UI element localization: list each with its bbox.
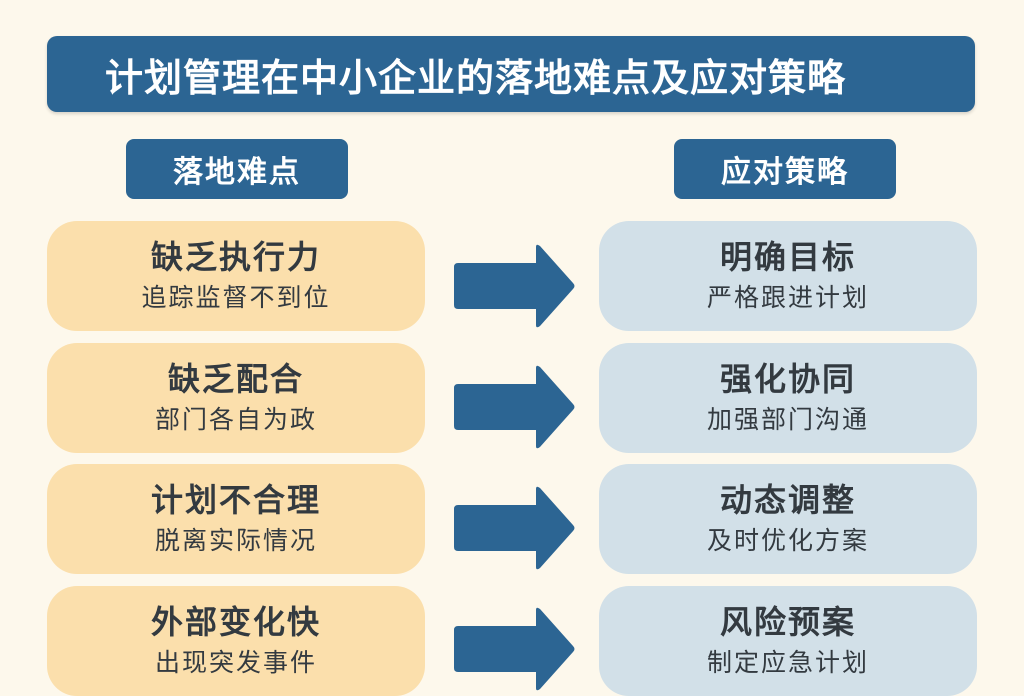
right-arrow-icon bbox=[454, 486, 575, 570]
strategy-title: 强化协同 bbox=[719, 360, 856, 398]
problem-card-1: 缺乏执行力 追踪监督不到位 bbox=[47, 221, 425, 331]
strategy-detail: 加强部门沟通 bbox=[706, 405, 869, 434]
right-arrow-icon bbox=[454, 365, 575, 449]
header-difficulties: 落地难点 bbox=[126, 139, 348, 199]
problem-card-4: 外部变化快 出现突发事件 bbox=[47, 586, 425, 696]
strategy-title: 动态调整 bbox=[719, 481, 856, 519]
strategy-detail: 严格跟进计划 bbox=[706, 283, 869, 312]
title-banner: 计划管理在中小企业的落地难点及应对策略 bbox=[47, 36, 975, 112]
header-strategies: 应对策略 bbox=[674, 139, 896, 199]
problem-detail: 部门各自为政 bbox=[154, 405, 317, 434]
problem-title: 缺乏执行力 bbox=[150, 238, 321, 276]
problem-title: 缺乏配合 bbox=[167, 360, 304, 398]
strategy-title: 风险预案 bbox=[719, 603, 856, 641]
page-title: 计划管理在中小企业的落地难点及应对策略 bbox=[105, 55, 847, 100]
right-arrow-icon bbox=[454, 244, 575, 328]
strategy-card-4: 风险预案 制定应急计划 bbox=[599, 586, 977, 696]
right-arrow-icon bbox=[454, 607, 575, 691]
strategy-card-3: 动态调整 及时优化方案 bbox=[599, 464, 977, 574]
problem-detail: 出现突发事件 bbox=[154, 648, 317, 677]
strategy-card-2: 强化协同 加强部门沟通 bbox=[599, 343, 977, 453]
problem-detail: 脱离实际情况 bbox=[154, 526, 317, 555]
problem-title: 外部变化快 bbox=[150, 603, 321, 641]
problem-detail: 追踪监督不到位 bbox=[141, 283, 331, 312]
strategy-detail: 制定应急计划 bbox=[706, 648, 869, 677]
problem-card-2: 缺乏配合 部门各自为政 bbox=[47, 343, 425, 453]
strategy-card-1: 明确目标 严格跟进计划 bbox=[599, 221, 977, 331]
problem-title: 计划不合理 bbox=[150, 481, 321, 519]
problem-card-3: 计划不合理 脱离实际情况 bbox=[47, 464, 425, 574]
strategy-detail: 及时优化方案 bbox=[706, 526, 869, 555]
strategy-title: 明确目标 bbox=[719, 238, 856, 276]
